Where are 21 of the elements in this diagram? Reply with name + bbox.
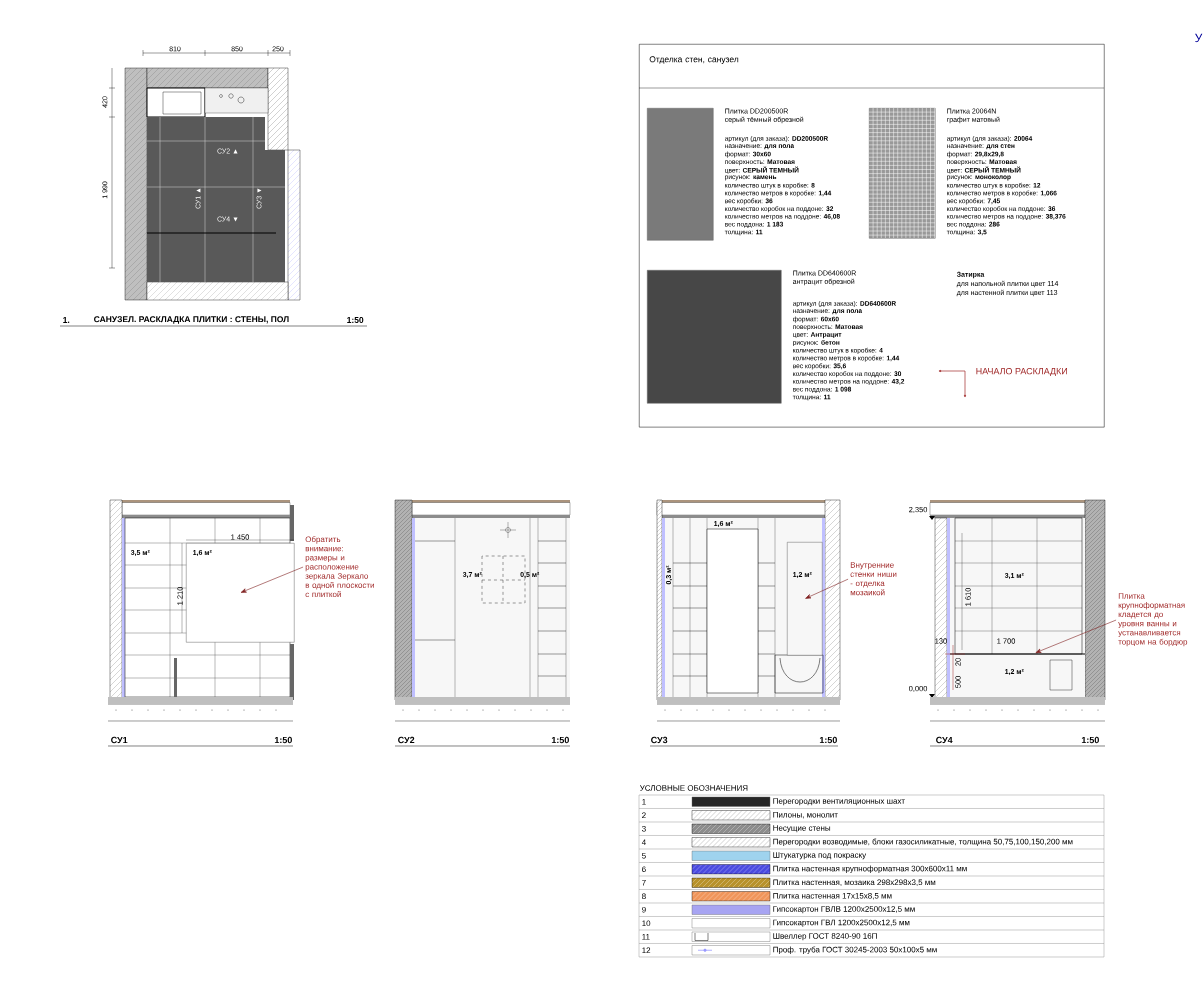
view-caption: СУ4 (936, 736, 953, 744)
scale-label: 1:50 (347, 317, 364, 323)
scale-label: 1:50 (551, 736, 569, 744)
cut-text: У (1195, 33, 1203, 43)
scale-label: 1:50 (819, 736, 837, 744)
drawing-number: 1. (63, 317, 70, 323)
tile-sample (647, 270, 782, 404)
view-caption: СУ3 (651, 736, 668, 744)
leader-line (805, 578, 849, 599)
drawing-title: САНУЗЕЛ. РАСКЛАДКА ПЛИТКИ : СТЕНЫ, ПОЛ (94, 316, 289, 324)
leader-line (240, 566, 304, 593)
mirror (186, 543, 295, 643)
tile-sample (868, 107, 936, 239)
start-note: НАЧАЛО РАСКЛАДКИ (976, 367, 1067, 376)
view-caption: СУ1 (111, 736, 128, 744)
niche (787, 542, 823, 656)
view-caption: СУ2 (398, 736, 415, 744)
scale-label: 1:50 (1081, 736, 1099, 744)
scale-label: 1:50 (274, 736, 292, 744)
tile-sample (647, 108, 714, 241)
leader-line (1035, 619, 1117, 653)
